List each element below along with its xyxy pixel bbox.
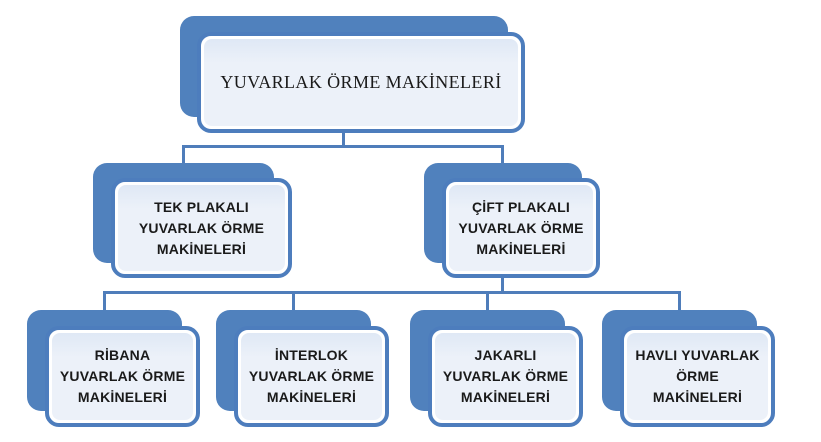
connector-drop-havli: [678, 291, 681, 311]
node-label-line: İNTERLOK: [274, 347, 349, 363]
connector-cift-plakali-feed: [501, 277, 504, 293]
node-label-line: YUVARLAK ÖRME MAKİNELERİ: [220, 72, 502, 92]
node-label: RİBANA YUVARLAK ÖRME MAKİNELERİ: [60, 345, 185, 408]
node-label-line: JAKARLI: [474, 347, 537, 363]
node-card-interlok: İNTERLOK YUVARLAK ÖRME MAKİNELERİ: [234, 326, 389, 427]
node-label-line: MAKİNELERİ: [460, 389, 551, 405]
node-card-jakarli: JAKARLI YUVARLAK ÖRME MAKİNELERİ: [428, 326, 583, 427]
node-card-cift-plakali: ÇİFT PLAKALI YUVARLAK ÖRME MAKİNELERİ: [442, 178, 600, 278]
node-label: İNTERLOK YUVARLAK ÖRME MAKİNELERİ: [249, 345, 374, 408]
node-tek-plakali: TEK PLAKALI YUVARLAK ÖRME MAKİNELERİ: [93, 163, 293, 279]
node-label: TEK PLAKALI YUVARLAK ÖRME MAKİNELERİ: [139, 197, 264, 260]
node-label-line: MAKİNELERİ: [652, 389, 743, 405]
node-card-tek-plakali: TEK PLAKALI YUVARLAK ÖRME MAKİNELERİ: [111, 178, 292, 278]
node-jakarli: JAKARLI YUVARLAK ÖRME MAKİNELERİ: [410, 310, 584, 428]
node-label-line: TEK PLAKALI: [154, 198, 249, 215]
node-label-line: MAKİNELERİ: [266, 389, 357, 405]
node-label-line: RİBANA: [94, 347, 151, 363]
node-label-line: MAKİNELERİ: [156, 240, 247, 257]
node-label-line: YUVARLAK ÖRME: [248, 368, 375, 384]
node-ribana: RİBANA YUVARLAK ÖRME MAKİNELERİ: [27, 310, 201, 428]
node-label: ÇİFT PLAKALI YUVARLAK ÖRME MAKİNELERİ: [458, 197, 583, 260]
node-card-root: YUVARLAK ÖRME MAKİNELERİ: [197, 32, 525, 133]
node-havli: HAVLI YUVARLAK ÖRME MAKİNELERİ: [602, 310, 776, 428]
connector-drop-ribana: [103, 291, 106, 311]
node-label-line: YUVARLAK ÖRME: [458, 219, 584, 236]
node-label: YUVARLAK ÖRME MAKİNELERİ: [220, 72, 501, 93]
connector-root-feed: [342, 132, 345, 146]
connector-level2-bar: [182, 145, 504, 148]
connector-drop-tek-plakali: [182, 145, 185, 164]
node-interlok: İNTERLOK YUVARLAK ÖRME MAKİNELERİ: [216, 310, 390, 428]
node-label-line: YUVARLAK ÖRME: [59, 368, 186, 384]
node-label-line: YUVARLAK ÖRME: [442, 368, 569, 384]
node-cift-plakali: ÇİFT PLAKALI YUVARLAK ÖRME MAKİNELERİ: [424, 163, 601, 279]
node-label-line: ÇİFT PLAKALI: [471, 198, 571, 215]
node-yuvarlak-orme-makineleri: YUVARLAK ÖRME MAKİNELERİ: [180, 16, 526, 134]
node-label-line: MAKİNELERİ: [476, 240, 566, 257]
connector-drop-cift-plakali: [501, 145, 504, 164]
connector-drop-jakarli: [486, 291, 489, 311]
node-label-line: MAKİNELERİ: [77, 389, 168, 405]
connector-level3-bar: [103, 291, 681, 294]
connector-drop-interlok: [292, 291, 295, 311]
node-card-havli: HAVLI YUVARLAK ÖRME MAKİNELERİ: [620, 326, 775, 427]
node-label-line: YUVARLAK ÖRME: [138, 219, 265, 236]
node-label: JAKARLI YUVARLAK ÖRME MAKİNELERİ: [443, 345, 568, 408]
node-label: HAVLI YUVARLAK ÖRME MAKİNELERİ: [635, 345, 759, 408]
node-card-ribana: RİBANA YUVARLAK ÖRME MAKİNELERİ: [45, 326, 200, 427]
node-label-line: HAVLI YUVARLAK: [635, 347, 760, 363]
node-label-line: ÖRME: [676, 368, 719, 384]
